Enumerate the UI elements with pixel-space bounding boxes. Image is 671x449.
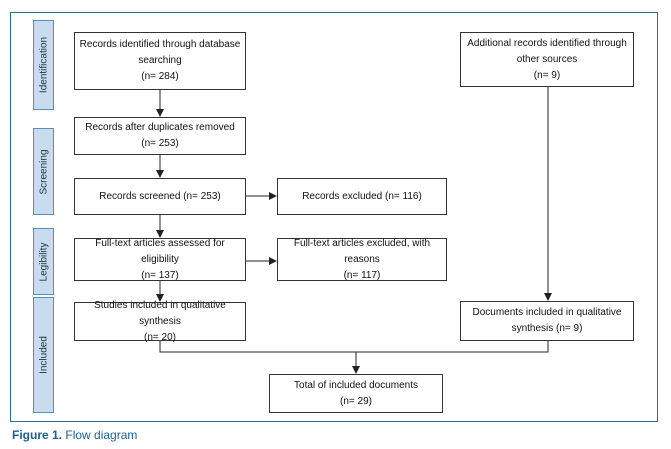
box-records-screened: Records screened (n= 253) (74, 178, 246, 215)
box-records-after-duplicates: Records after duplicates removed (n= 253… (74, 117, 246, 155)
box-records-identified-other: Additional records identified through ot… (460, 32, 634, 87)
phase-identification: Identification (33, 20, 54, 110)
box-records-excluded: Records excluded (n= 116) (277, 178, 447, 215)
caption-text: Flow diagram (65, 428, 138, 442)
phase-legibility: Legibility (33, 228, 54, 295)
box-records-identified-database: Records identified through database sear… (74, 32, 246, 90)
box-documents-included: Documents included in qualitative synthe… (460, 301, 634, 341)
phase-included: Included (33, 297, 54, 413)
caption-label: Figure 1. (12, 428, 63, 442)
diagram-frame (10, 12, 658, 422)
phase-screening: Screening (33, 128, 54, 215)
line-merge-to-total (159, 341, 549, 353)
figure-caption: Figure 1. Flow diagram (12, 428, 137, 442)
box-total-included: Total of included documents (n= 29) (269, 374, 443, 413)
box-studies-included: Studies included in qualitative synthesi… (74, 300, 246, 343)
box-fulltext-assessed: Full-text articles assessed for eligibil… (74, 238, 246, 281)
box-fulltext-excluded: Full-text articles excluded, with reason… (277, 238, 447, 281)
